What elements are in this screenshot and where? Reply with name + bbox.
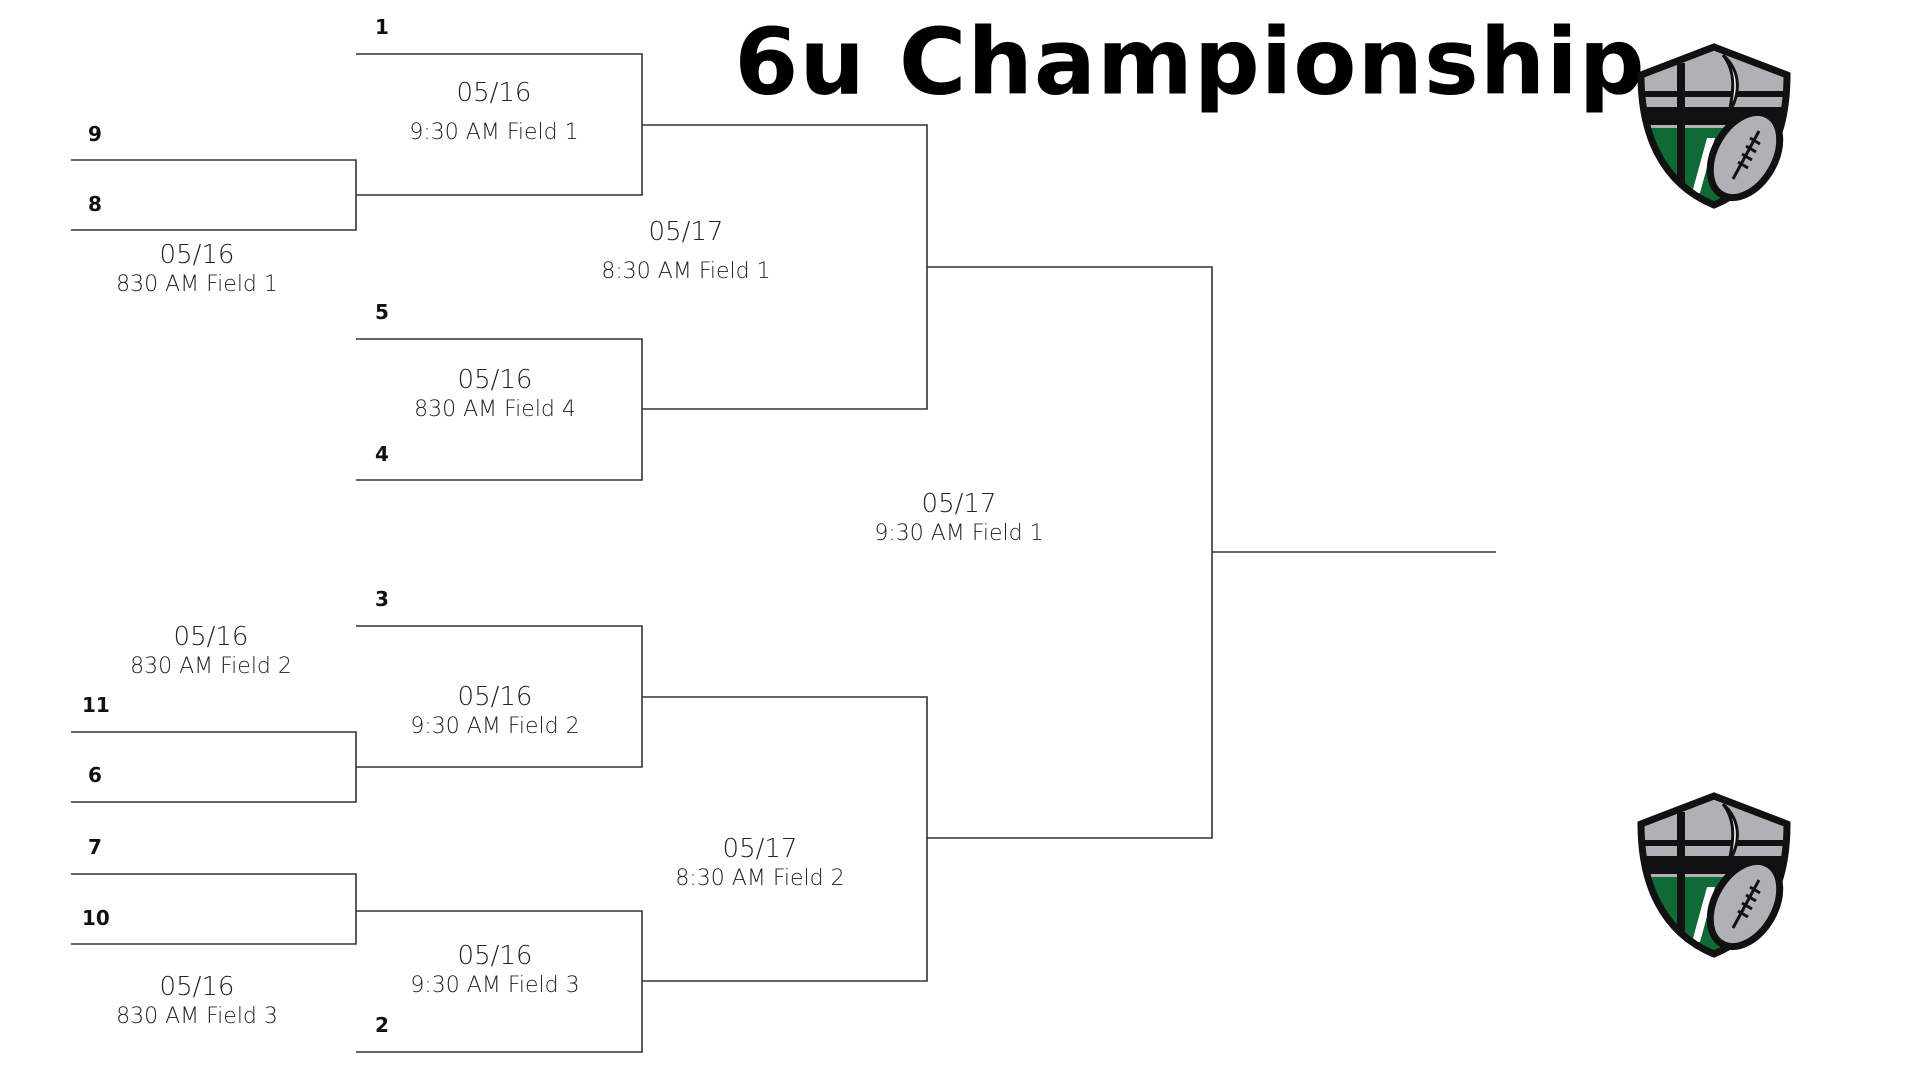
seed-11: 11: [82, 693, 110, 717]
seed-3: 3: [375, 587, 389, 611]
game-time: 9:30 AM Field 3: [410, 973, 580, 998]
seed-7: 7: [88, 835, 102, 859]
game-time: 9:30 AM Field 2: [410, 714, 580, 739]
semifinal-bottom: [642, 696, 928, 982]
game-date: 05/16: [457, 941, 533, 971]
game-date: 05/16: [457, 365, 533, 395]
seed-6: 6: [88, 763, 102, 787]
game-info: 05/17 9:30 AM Field 1: [874, 489, 1043, 549]
game-time: 8:30 AM Field 2: [675, 866, 845, 891]
game-date: 05/16: [159, 240, 235, 270]
final-match: [927, 266, 1213, 839]
seed-4: 4: [375, 442, 389, 466]
game-time: 830 AM Field 4: [414, 397, 576, 422]
game-date: 05/17: [722, 834, 798, 864]
team-shield-logo: [1637, 792, 1791, 958]
game-info: 05/16 9:30 AM Field 3: [410, 941, 579, 1001]
game-date: 05/17: [648, 217, 724, 247]
game-date: 05/16: [173, 622, 249, 652]
game-info: 05/17 8:30 AM Field 2: [675, 834, 844, 894]
game-time: 9:30 AM Field 1: [409, 120, 579, 145]
seed-10: 10: [82, 906, 110, 930]
game-info: 05/16 830 AM Field 1: [116, 240, 278, 300]
seed-2: 2: [375, 1013, 389, 1037]
seed-9: 9: [88, 122, 102, 146]
game-time: 9:30 AM Field 1: [874, 521, 1044, 546]
game-info: 05/16 9:30 AM Field 2: [410, 682, 579, 742]
page-title: 6u Championship: [734, 8, 1646, 116]
game-info: 05/16 9:30 AM Field 1: [409, 78, 578, 148]
game-date: 05/16: [456, 78, 532, 108]
game-info: 05/17 8:30 AM Field 1: [601, 217, 770, 287]
match-7-vs-10: [71, 873, 357, 945]
game-info: 05/16 830 AM Field 4: [414, 365, 576, 425]
game-time: 830 AM Field 2: [130, 654, 292, 679]
game-date: 05/17: [921, 489, 997, 519]
team-shield-logo: [1637, 43, 1791, 209]
game-date: 05/16: [457, 682, 533, 712]
game-info: 05/16 830 AM Field 2: [130, 622, 292, 682]
game-time: 830 AM Field 3: [116, 1004, 278, 1029]
game-date: 05/16: [159, 972, 235, 1002]
seed-8: 8: [88, 192, 102, 216]
game-time: 8:30 AM Field 1: [601, 259, 771, 284]
seed-5: 5: [375, 300, 389, 324]
match-9-vs-8: [71, 159, 357, 231]
seed-1: 1: [375, 15, 389, 39]
match-11-vs-6: [71, 731, 357, 803]
game-time: 830 AM Field 1: [116, 272, 278, 297]
game-info: 05/16 830 AM Field 3: [116, 972, 278, 1032]
